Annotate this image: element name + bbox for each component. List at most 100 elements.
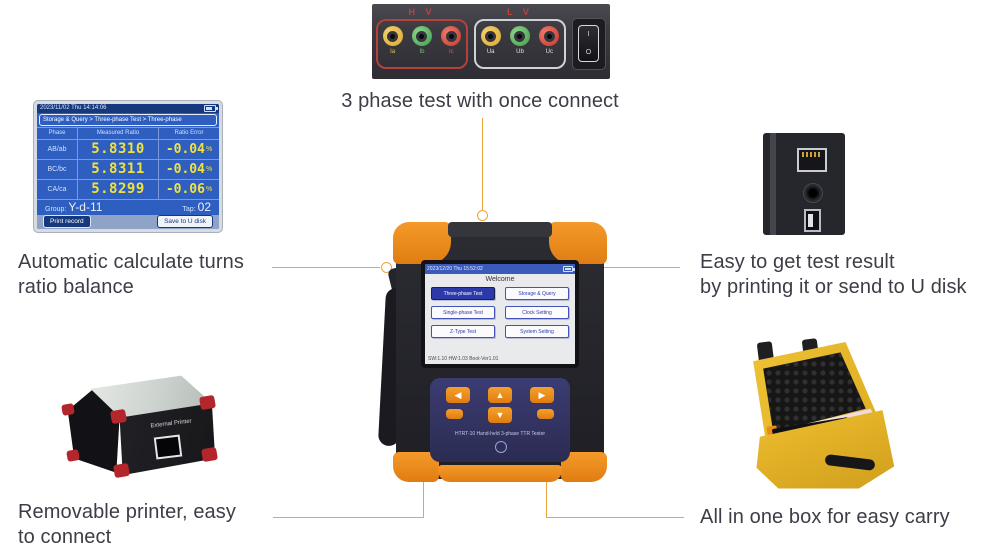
jack-label: Ia <box>390 49 396 55</box>
menu-storage-query[interactable]: Storage & Query <box>505 287 569 300</box>
connector-panel-image: H V L V Ia Ib Ic <box>372 4 610 79</box>
menu-three-phase-test[interactable]: Three-phase Test <box>431 287 495 300</box>
menu-system-setting[interactable]: System Setting <box>505 325 569 338</box>
jack-label: Ua <box>486 49 495 55</box>
jack-label: Ub <box>516 49 524 55</box>
callout-line-left <box>272 267 380 268</box>
hv-label: H V <box>408 7 436 17</box>
device-status-bar: 2023/12/20 Thu 15:52:02 <box>425 264 575 274</box>
orange-bumper <box>393 222 451 264</box>
table-row: CA/ca 5.8299 -0.06% <box>37 179 219 200</box>
jack-label: Ic <box>448 49 454 55</box>
ratio-cell: 5.8311 <box>78 159 159 179</box>
lv-jack-ua: Ua <box>478 26 504 56</box>
print-record-button[interactable]: Print record <box>43 215 91 229</box>
hv-jack-ia: Ia <box>380 26 406 56</box>
menu-clock-setting[interactable]: Clock Setting <box>505 306 569 319</box>
callout-line-right <box>578 267 680 268</box>
hv-terminal-group: Ia Ib Ic <box>376 19 468 69</box>
column-phase: Phase <box>37 127 78 139</box>
banana-jack-icon <box>382 26 403 46</box>
red-corner-bumper <box>200 446 219 463</box>
callout-line-bl-vertical <box>423 480 424 518</box>
switch-off-mark: O <box>585 48 592 56</box>
table-row: AB/ab 5.8310 -0.04% <box>37 139 219 160</box>
firmware-version: SW:1.10 HW:1.03 Boot-Ver1.01 <box>428 356 499 362</box>
side-ports-image <box>763 133 845 235</box>
percent-sign: % <box>205 145 213 153</box>
arrow-left-key[interactable]: ◀ <box>446 387 470 403</box>
lcd-status-bar: 2023/11/02 Thu 14:14:06 <box>37 104 219 113</box>
external-printer-image: External Printer <box>58 372 220 492</box>
lcd-button-bar: Print record Save to U disk <box>37 214 219 229</box>
red-corner-bumper <box>66 449 80 462</box>
ratio-cell: 5.8310 <box>78 139 159 159</box>
arrow-down-key[interactable]: ▼ <box>488 407 512 423</box>
lv-label: L V <box>507 7 533 17</box>
arrow-right-key[interactable]: ▶ <box>530 387 554 403</box>
caption-test-result: Easy to get test result by printing it o… <box>700 250 967 300</box>
battery-icon <box>563 266 575 272</box>
banana-jack-icon <box>539 26 560 46</box>
hv-jack-ic: Ic <box>438 26 464 56</box>
phase-cell: CA/ca <box>37 179 78 199</box>
tester-device-image: 2023/12/20 Thu 15:52:02 Welcome Three-ph… <box>377 222 607 482</box>
lv-jack-uc: Uc <box>536 26 562 56</box>
device-top-edge <box>448 222 552 237</box>
battery-icon <box>204 104 218 112</box>
ethernet-port-icon <box>797 148 827 172</box>
banana-jack-icon <box>441 26 462 46</box>
phase-cell: AB/ab <box>37 139 78 159</box>
function-key[interactable] <box>446 409 463 419</box>
banana-jack-icon <box>411 26 432 46</box>
column-error: Ratio Error <box>174 130 204 137</box>
main-menu: Three-phase Test Storage & Query Single-… <box>425 287 575 338</box>
printer-ethernet-port-icon <box>153 434 183 460</box>
rocker-switch-icon: I O <box>578 25 599 62</box>
lcd-datetime: 2023/11/02 Thu 14:14:06 <box>40 105 107 112</box>
percent-sign: % <box>205 165 213 173</box>
caption-3-phase-test: 3 phase test with once connect <box>341 90 619 112</box>
brand-logo-icon <box>495 441 507 453</box>
function-key[interactable] <box>537 409 554 419</box>
menu-z-type-test[interactable]: Z-Type Test <box>431 325 495 338</box>
panel-edge <box>770 133 776 235</box>
carry-case-image <box>738 338 906 490</box>
device-datetime: 2023/12/20 Thu 15:52:02 <box>427 266 483 272</box>
callout-dot-top <box>477 210 488 221</box>
arrow-up-key[interactable]: ▲ <box>488 387 512 403</box>
callout-line-top <box>482 118 483 212</box>
device-screen: 2023/12/20 Thu 15:52:02 Welcome Three-ph… <box>421 260 579 368</box>
error-cell: -0.04 <box>165 141 205 157</box>
switch-on-mark: I <box>587 31 590 39</box>
caption-line: ratio balance <box>18 276 134 298</box>
group-label: Group: <box>45 206 67 214</box>
caption-line: by printing it or send to U disk <box>700 276 967 298</box>
keypad: ◀ ▲ ▶ ▼ HTRT-10 Hand-held 3-phase TTR Te… <box>430 378 570 462</box>
caption-line: Easy to get test result <box>700 251 895 273</box>
jack-label: Uc <box>545 49 553 55</box>
dc-power-jack-icon <box>803 183 823 203</box>
orange-bumper <box>549 222 607 264</box>
save-to-udisk-button[interactable]: Save to U disk <box>157 215 213 229</box>
column-ratio: Measured Ratio <box>78 127 159 139</box>
caption-auto-calculate: Automatic calculate turns ratio balance <box>18 250 244 300</box>
caption-removable-printer: Removable printer, easy to connect <box>18 500 236 550</box>
tap-label: Tap: <box>182 206 196 214</box>
welcome-title: Welcome <box>485 276 515 283</box>
table-row: BC/bc 5.8311 -0.04% <box>37 159 219 180</box>
ratio-cell: 5.8299 <box>78 179 159 199</box>
power-switch[interactable]: I O <box>572 18 606 70</box>
red-corner-bumper <box>109 408 128 425</box>
red-corner-bumper <box>61 403 75 416</box>
red-corner-bumper <box>198 394 217 411</box>
group-value: Y-d-11 <box>68 200 103 215</box>
menu-single-phase-test[interactable]: Single-phase Test <box>431 306 495 319</box>
percent-sign: % <box>205 185 213 193</box>
hv-jack-ib: Ib <box>409 26 435 56</box>
callout-line-bl-horizontal <box>273 517 424 518</box>
result-table: Phase Measured Ratio Ratio Error AB/ab 5… <box>37 126 219 200</box>
device-model-label: HTRT-10 Hand-held 3-phase TTR Tester <box>454 431 546 437</box>
banana-jack-icon <box>509 26 530 46</box>
